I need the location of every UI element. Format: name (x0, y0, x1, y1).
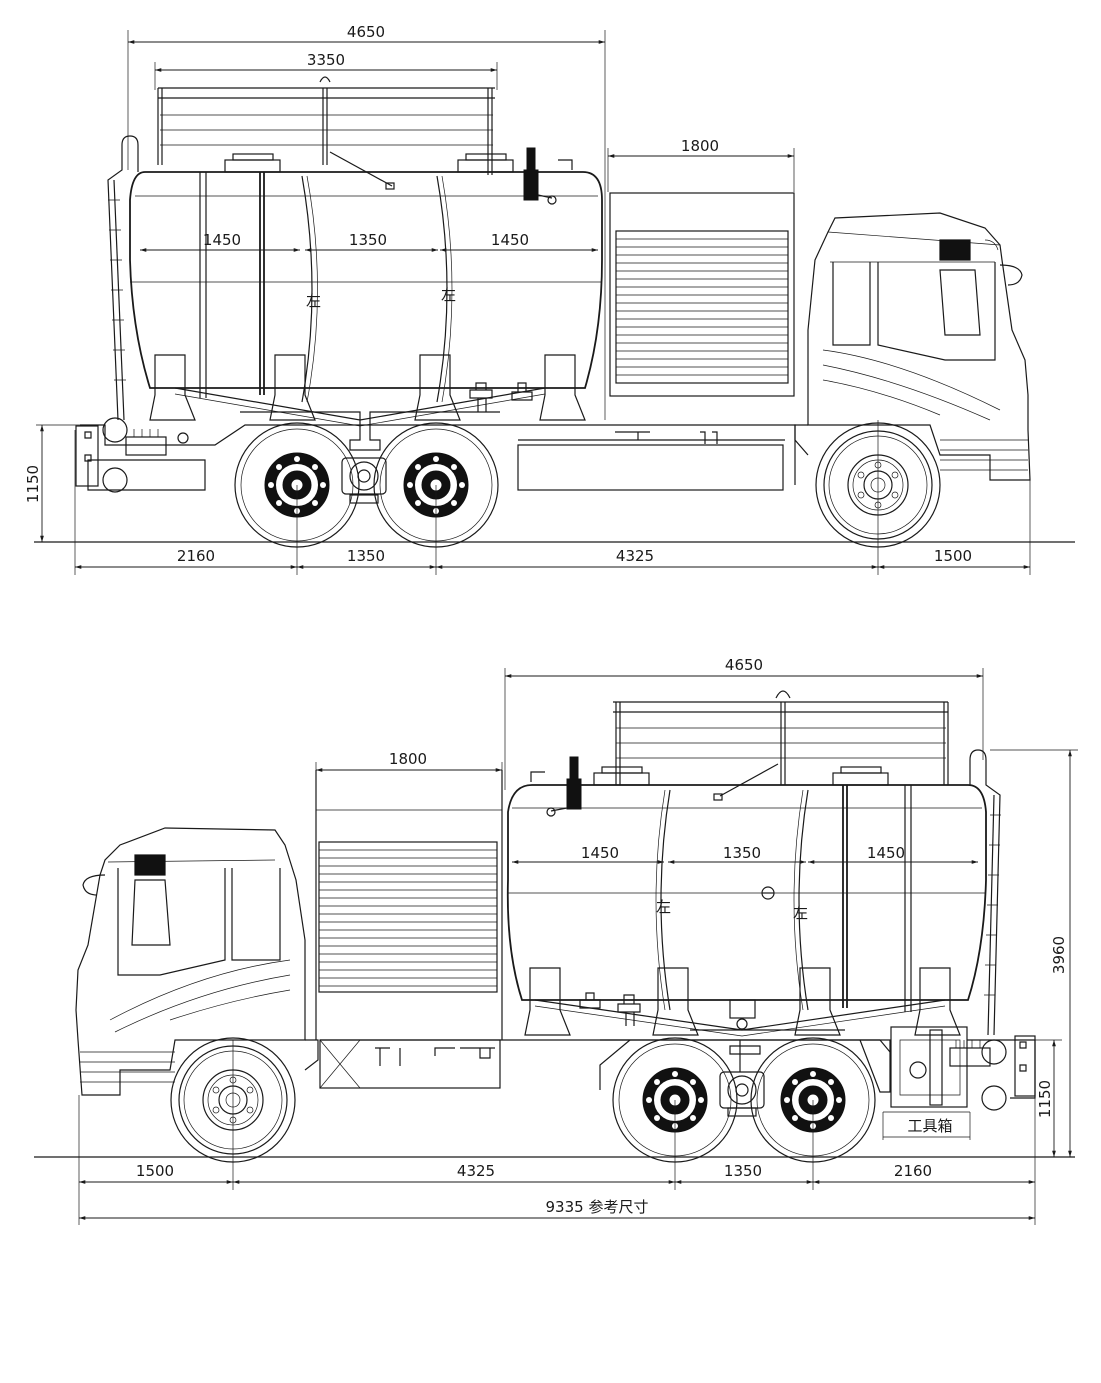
tank-body (506, 690, 1001, 1037)
dimensions-bottom-view: 4650 1800 3960 1150 1500 4325 1350 2160 … (78, 656, 1078, 1225)
tank-mark: 左 (793, 904, 808, 922)
dim-cabinet: 1800 (389, 750, 427, 768)
tank-dimension-top: 1450 1350 1450 左 左 (140, 231, 598, 310)
dim-tank-rear: 1450 (867, 844, 905, 862)
dim-frame-height: 1150 (24, 465, 42, 503)
equipment-cabinet (315, 770, 503, 1040)
chassis (75, 411, 796, 504)
tank-mark: 左 (656, 898, 671, 916)
cab (75, 827, 319, 1096)
chassis (319, 1026, 1036, 1117)
toolbox (890, 1026, 968, 1108)
side-view-left: 1450 1350 1450 左 左 (34, 656, 1078, 1225)
dim-overall-upper: 4650 (347, 23, 385, 41)
side-view-right: 1450 1350 1450 左 左 (24, 23, 1075, 575)
dim-tank-mid: 1350 (723, 844, 761, 862)
tank-mark: 左 (441, 286, 456, 304)
dimensions-top-view: 4650 3350 1800 1150 2160 1350 4325 1500 (24, 23, 1031, 575)
dim-rear-overhang: 2160 (894, 1162, 932, 1180)
dim-front-overhang: 1500 (934, 547, 972, 565)
cab (794, 212, 1031, 481)
dim-rail: 3350 (307, 51, 345, 69)
dim-overall-upper: 4650 (725, 656, 763, 674)
dim-overall-height: 3960 (1050, 936, 1068, 974)
equipment-cabinet (609, 192, 795, 397)
dim-total-length: 9335 参考尺寸 (546, 1198, 649, 1216)
tank-dimension-bottom: 1450 1350 1450 左 左 (511, 844, 978, 922)
dim-front-overhang: 1500 (136, 1162, 174, 1180)
dim-cabinet: 1800 (681, 137, 719, 155)
dim-wheelbase: 4325 (616, 547, 654, 565)
dim-axle-spacing: 1350 (347, 547, 385, 565)
dim-tank-front: 1450 (581, 844, 619, 862)
dim-rear-overhang: 2160 (177, 547, 215, 565)
toolbox-label: 工具箱 (907, 1117, 952, 1135)
dim-axle-spacing: 1350 (724, 1162, 762, 1180)
dim-tank-front: 1450 (203, 231, 241, 249)
tank-body (107, 76, 603, 427)
dim-wheelbase: 4325 (457, 1162, 495, 1180)
dim-tank-rear: 1450 (491, 231, 529, 249)
tank-mark: 左 (306, 292, 321, 310)
dim-frame-height: 1150 (1036, 1080, 1054, 1118)
dim-tank-mid: 1350 (349, 231, 387, 249)
